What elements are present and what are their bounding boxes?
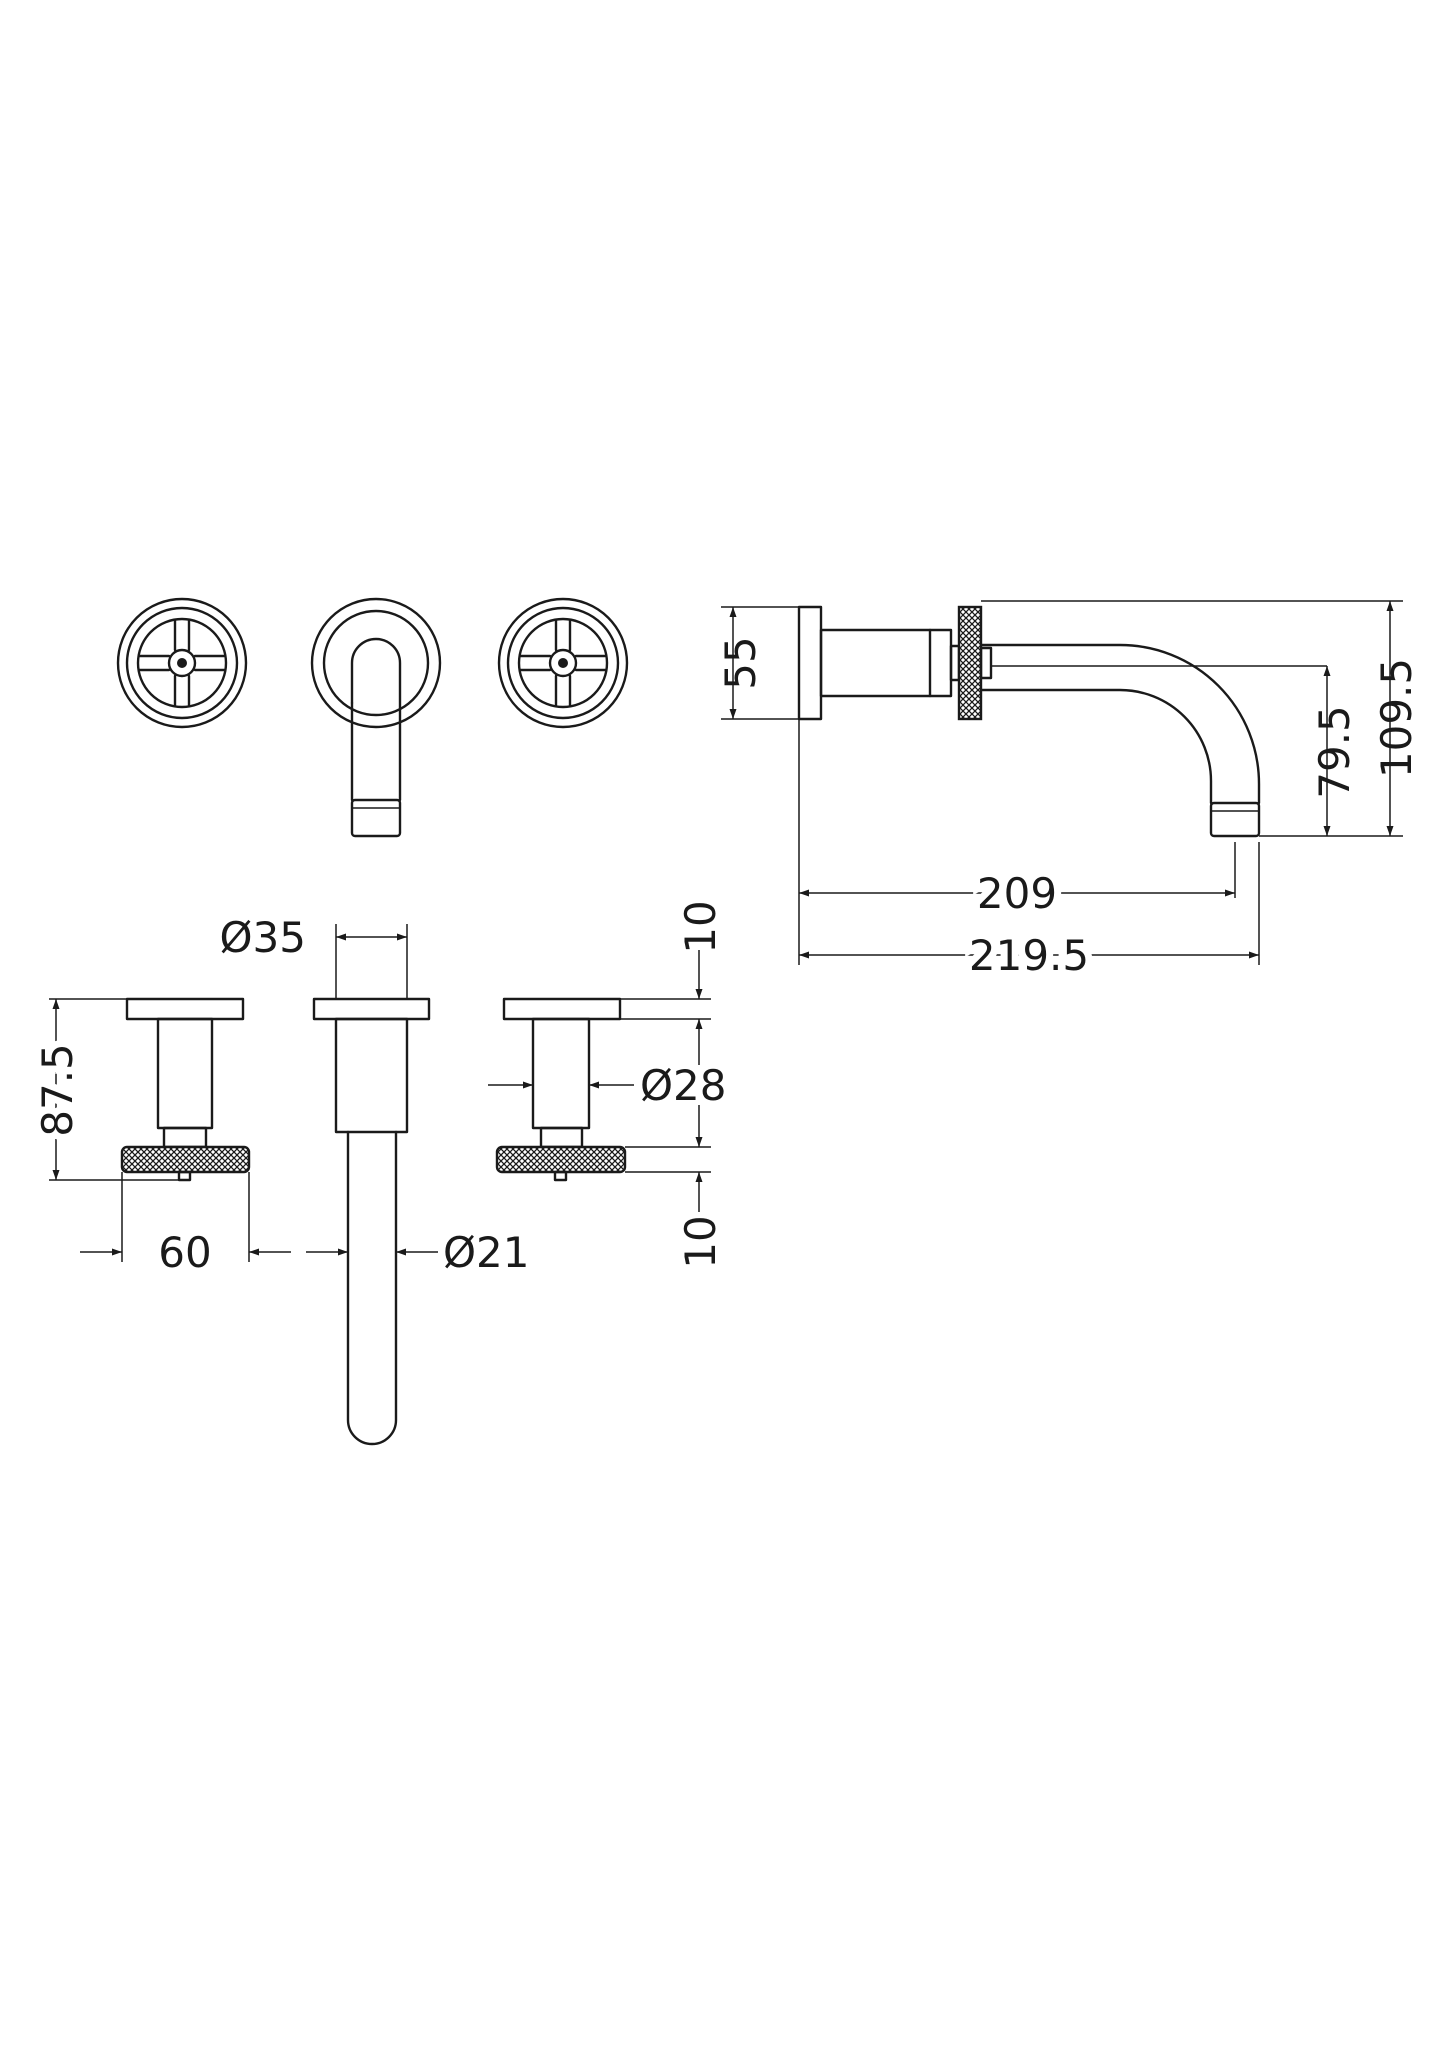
dim-209: 209 bbox=[977, 869, 1057, 918]
right-handle-front bbox=[497, 597, 629, 729]
side-view bbox=[721, 600, 1403, 965]
right-handle-spokes bbox=[519, 619, 607, 707]
front-view bbox=[116, 597, 629, 838]
left-handle-front bbox=[116, 597, 248, 729]
dim-87-5: 87.5 bbox=[33, 1043, 82, 1137]
valve-body bbox=[819, 628, 953, 698]
dim-diameter-35: Ø35 bbox=[219, 913, 306, 962]
spout-front bbox=[310, 597, 442, 838]
plan-view bbox=[49, 924, 711, 1446]
left-handle-plan bbox=[120, 997, 251, 1182]
dimension-labels: 55 79.5 109.5 209 219.5 Ø35 87.5 60 Ø21 … bbox=[26, 636, 1421, 1277]
right-handle-plan bbox=[495, 997, 627, 1182]
dim-60: 60 bbox=[158, 1228, 211, 1277]
side-handle-wheel bbox=[957, 605, 983, 721]
wall-plate bbox=[797, 605, 823, 721]
dim-diameter-21: Ø21 bbox=[443, 1228, 530, 1277]
side-spout bbox=[979, 643, 1261, 838]
dim-diameter-28: Ø28 bbox=[640, 1061, 727, 1110]
dim-79-5: 79.5 bbox=[1310, 705, 1359, 799]
dim-55: 55 bbox=[716, 636, 765, 689]
dim-10-bottom: 10 bbox=[676, 1215, 725, 1268]
dim-109-5: 109.5 bbox=[1372, 658, 1421, 778]
dim-10-top: 10 bbox=[676, 900, 725, 953]
spout-plan bbox=[312, 997, 431, 1446]
dim-219-5: 219.5 bbox=[969, 931, 1089, 980]
left-handle-spokes bbox=[138, 619, 226, 707]
